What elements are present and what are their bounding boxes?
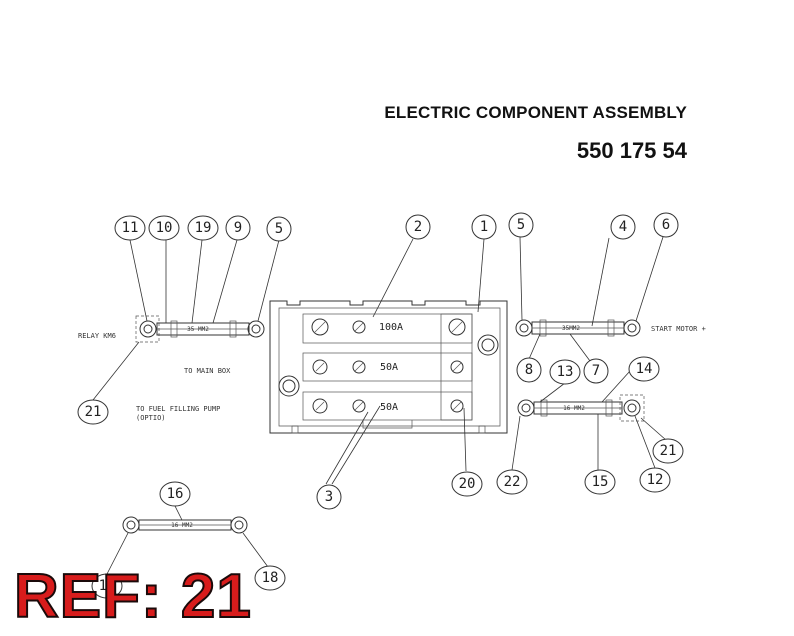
svg-text:20: 20	[459, 476, 476, 492]
callout-14: 14	[628, 356, 660, 382]
cable-label-right-top: 35MM2	[562, 325, 580, 332]
svg-text:6: 6	[662, 217, 670, 233]
fuse-label-50a-2: 50A	[380, 402, 398, 413]
svg-text:16: 16	[167, 486, 184, 502]
svg-text:19: 19	[195, 220, 212, 236]
fuse-label-100a: 100A	[379, 322, 403, 333]
cable-label-left: 35 MM2	[187, 326, 209, 333]
fuse-screw	[352, 399, 366, 413]
label-start-motor: START MOTOR +	[651, 325, 706, 333]
fuse-label-50a-1: 50A	[380, 362, 398, 373]
callout-15: 15	[584, 469, 616, 495]
callout-22: 22	[496, 469, 528, 495]
label-fuel-pump-option: (OPTIO)	[136, 414, 166, 422]
ref-label: REF: 21	[13, 562, 252, 631]
fuse-screw	[450, 360, 464, 374]
cable-label-bottom: 16 MM2	[171, 522, 193, 529]
fuse-screw	[450, 399, 464, 413]
callout-6: 6	[653, 212, 679, 238]
fuse-screw	[312, 359, 328, 375]
callout-10: 10	[148, 215, 180, 241]
cable-right-bottom: 16 MM2	[517, 394, 645, 422]
svg-text:13: 13	[557, 364, 574, 380]
svg-text:15: 15	[592, 474, 609, 490]
callout-20: 20	[451, 471, 483, 497]
label-relay: RELAY KM6	[78, 332, 116, 340]
cable-bottom: 16 MM2	[122, 516, 248, 534]
callout-19: 19	[187, 215, 219, 241]
label-fuel-pump: TO FUEL FILLING PUMP	[136, 405, 220, 413]
mounting-hole	[477, 334, 499, 356]
cable-right-top: 35MM2	[515, 319, 641, 337]
svg-text:2: 2	[414, 219, 422, 235]
svg-text:1: 1	[480, 219, 488, 235]
callout-12: 12	[639, 467, 671, 493]
callout-17: 17	[91, 573, 123, 599]
callout-21-right: 21	[652, 438, 684, 464]
svg-text:14: 14	[636, 361, 653, 377]
fuse-screw	[352, 360, 366, 374]
svg-text:17: 17	[99, 578, 116, 594]
part-number: 550 175 54	[576, 138, 687, 163]
callout-1: 1	[471, 214, 497, 240]
callout-5-right: 5	[508, 212, 534, 238]
svg-text:7: 7	[592, 363, 600, 379]
svg-text:3: 3	[325, 489, 333, 505]
cable-left: 35 MM2	[135, 315, 265, 343]
svg-text:11: 11	[122, 220, 139, 236]
callout-8: 8	[516, 357, 542, 383]
mounting-hole	[278, 375, 300, 397]
callout-18: 18	[254, 565, 286, 591]
svg-text:9: 9	[234, 220, 242, 236]
svg-text:18: 18	[262, 570, 279, 586]
callout-13: 13	[549, 359, 581, 385]
callout-7: 7	[583, 358, 609, 384]
callout-5-left: 5	[266, 216, 292, 242]
callout-3: 3	[316, 484, 342, 510]
svg-text:12: 12	[647, 472, 664, 488]
svg-text:5: 5	[275, 221, 283, 237]
callout-21-left: 21	[77, 399, 109, 425]
callout-4: 4	[610, 214, 636, 240]
fuse-screw	[312, 398, 328, 414]
callout-2: 2	[405, 214, 431, 240]
callout-11: 11	[114, 215, 146, 241]
label-main-box: TO MAIN BOX	[184, 367, 231, 375]
svg-text:4: 4	[619, 219, 627, 235]
fuse-box: 100A 50A 50A	[269, 300, 508, 434]
fuse-screw	[311, 318, 329, 336]
svg-text:22: 22	[504, 474, 521, 490]
leader-lines	[92, 236, 667, 575]
svg-text:10: 10	[156, 220, 173, 236]
svg-text:21: 21	[660, 443, 677, 459]
cable-label-right-bottom: 16 MM2	[563, 405, 585, 412]
document-title: ELECTRIC COMPONENT ASSEMBLY	[384, 103, 687, 122]
svg-text:8: 8	[525, 362, 533, 378]
callout-16: 16	[159, 481, 191, 507]
fuse-screw	[448, 318, 466, 336]
fuse-screw	[352, 320, 366, 334]
svg-text:5: 5	[517, 217, 525, 233]
svg-text:21: 21	[85, 404, 102, 420]
callout-9: 9	[225, 215, 251, 241]
